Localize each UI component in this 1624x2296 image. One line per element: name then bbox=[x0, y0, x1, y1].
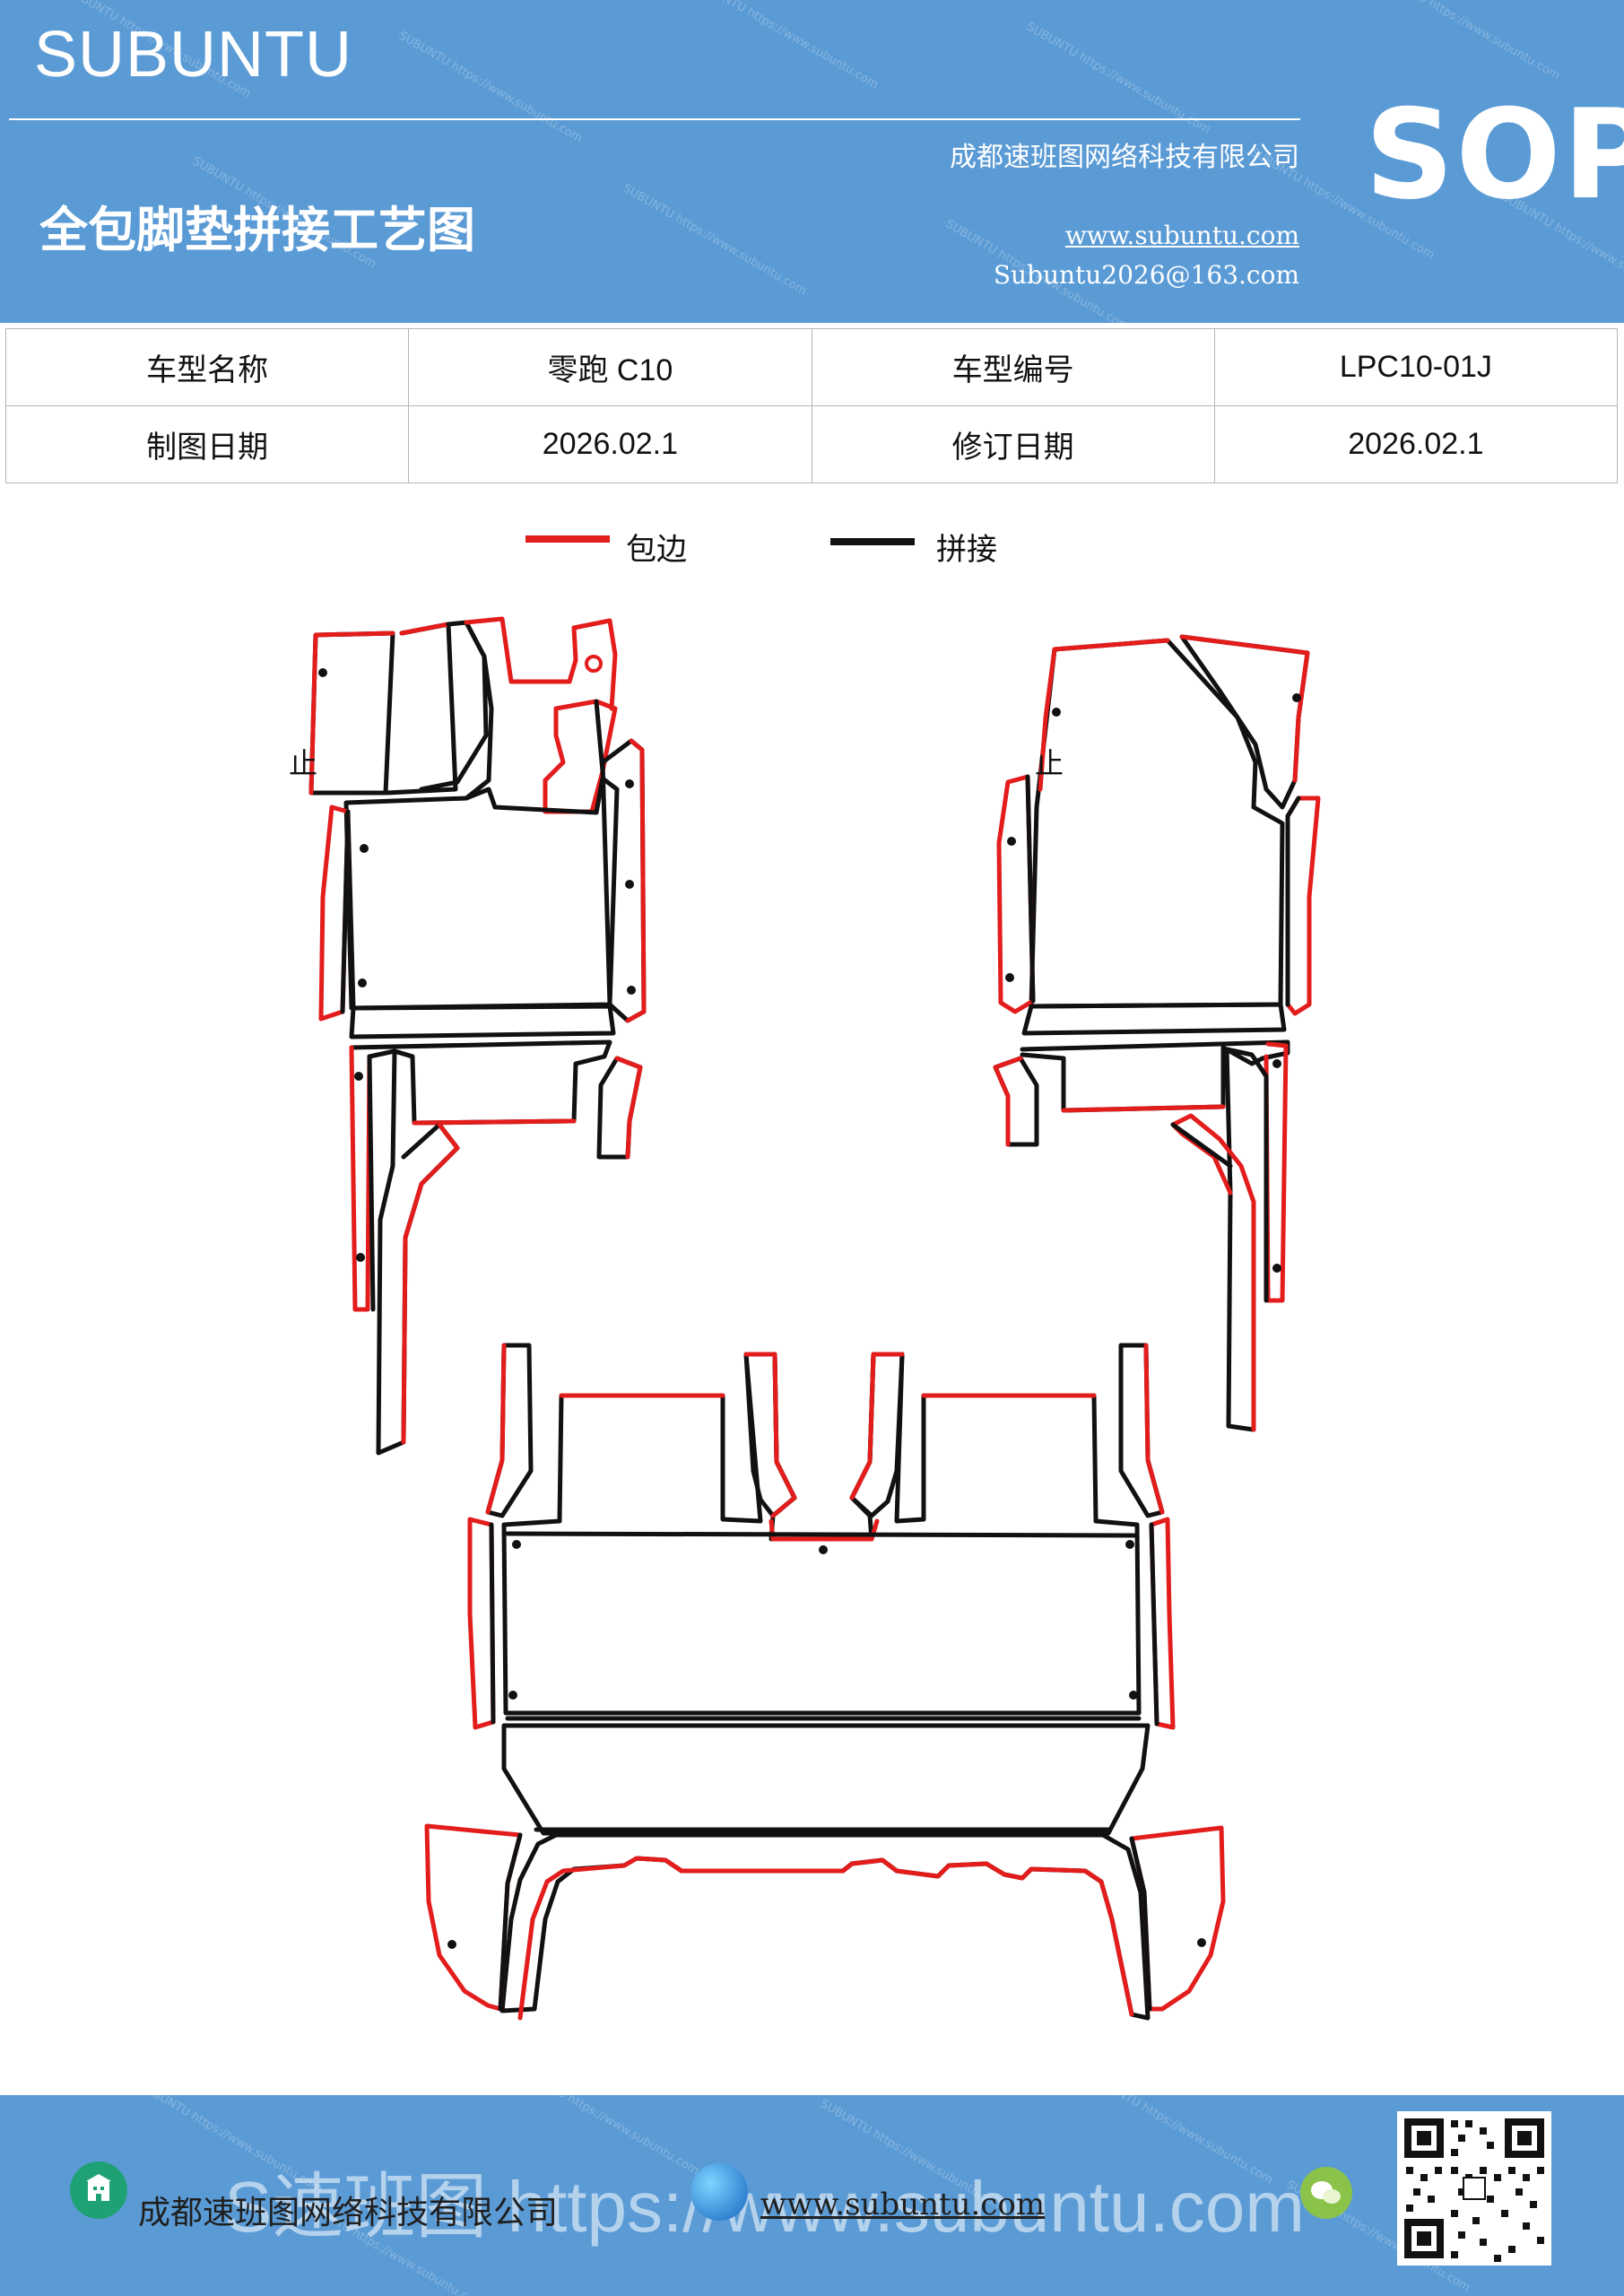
building-icon bbox=[70, 2161, 127, 2219]
vehicle-info-table: 车型名称 零跑 C10 车型编号 LPC10-01J 制图日期 2026.02.… bbox=[4, 328, 1619, 483]
stop-mark-right: 止 bbox=[1035, 746, 1064, 780]
header-banner: SUBUNTU https://www.subuntu.com SUBUNTU … bbox=[0, 0, 1624, 323]
floor-mat-diagram: 止 bbox=[289, 616, 1321, 2021]
brand-name: SUBUNTU bbox=[34, 19, 353, 91]
footer-banner: SUBUNTU https://www.subuntu.com SUBUNTU … bbox=[0, 2095, 1624, 2296]
legend-label-edge: 包边 bbox=[626, 532, 687, 568]
globe-icon bbox=[690, 2163, 748, 2221]
page-title: 全包脚垫拼接工艺图 bbox=[39, 202, 475, 258]
sop-badge: SOP bbox=[1365, 83, 1624, 227]
wechat-icon bbox=[1300, 2167, 1352, 2219]
table-row: 车型名称 零跑 C10 车型编号 LPC10-01J bbox=[4, 328, 1619, 406]
front-left-mat: 止 bbox=[289, 616, 647, 1456]
website-link[interactable]: www.subuntu.com bbox=[1064, 221, 1299, 250]
model-name-label: 车型名称 bbox=[4, 328, 410, 406]
model-code-label: 车型编号 bbox=[811, 328, 1215, 406]
footer-website-link[interactable]: www.subuntu.com bbox=[760, 2187, 1046, 2222]
table-row: 制图日期 2026.02.1 修订日期 2026.02.1 bbox=[4, 405, 1619, 483]
draw-date-value: 2026.02.1 bbox=[408, 405, 812, 483]
header-divider bbox=[9, 118, 1300, 120]
company-name: 成都速班图网络科技有限公司 bbox=[950, 142, 1299, 173]
legend-swatch-seam bbox=[830, 538, 915, 545]
stop-mark-left: 止 bbox=[289, 746, 317, 780]
footer-company-name: 成都速班图网络科技有限公司 bbox=[138, 2195, 559, 2231]
email-address: Subuntu2026@163.com bbox=[993, 260, 1299, 290]
revise-date-value: 2026.02.1 bbox=[1213, 405, 1619, 483]
legend-label-seam: 拼接 bbox=[936, 532, 997, 568]
front-right-mat: 止 bbox=[993, 634, 1321, 1432]
qr-code bbox=[1397, 2111, 1551, 2266]
legend-swatch-edge bbox=[525, 535, 610, 543]
revise-date-label: 修订日期 bbox=[811, 405, 1215, 483]
model-name-value: 零跑 C10 bbox=[408, 328, 812, 406]
model-code-value: LPC10-01J bbox=[1213, 328, 1619, 406]
draw-date-label: 制图日期 bbox=[4, 405, 410, 483]
rear-mat bbox=[424, 1343, 1226, 2021]
footer-overlay-text: S速班图 https://www.subuntu.com bbox=[224, 2167, 1305, 2247]
